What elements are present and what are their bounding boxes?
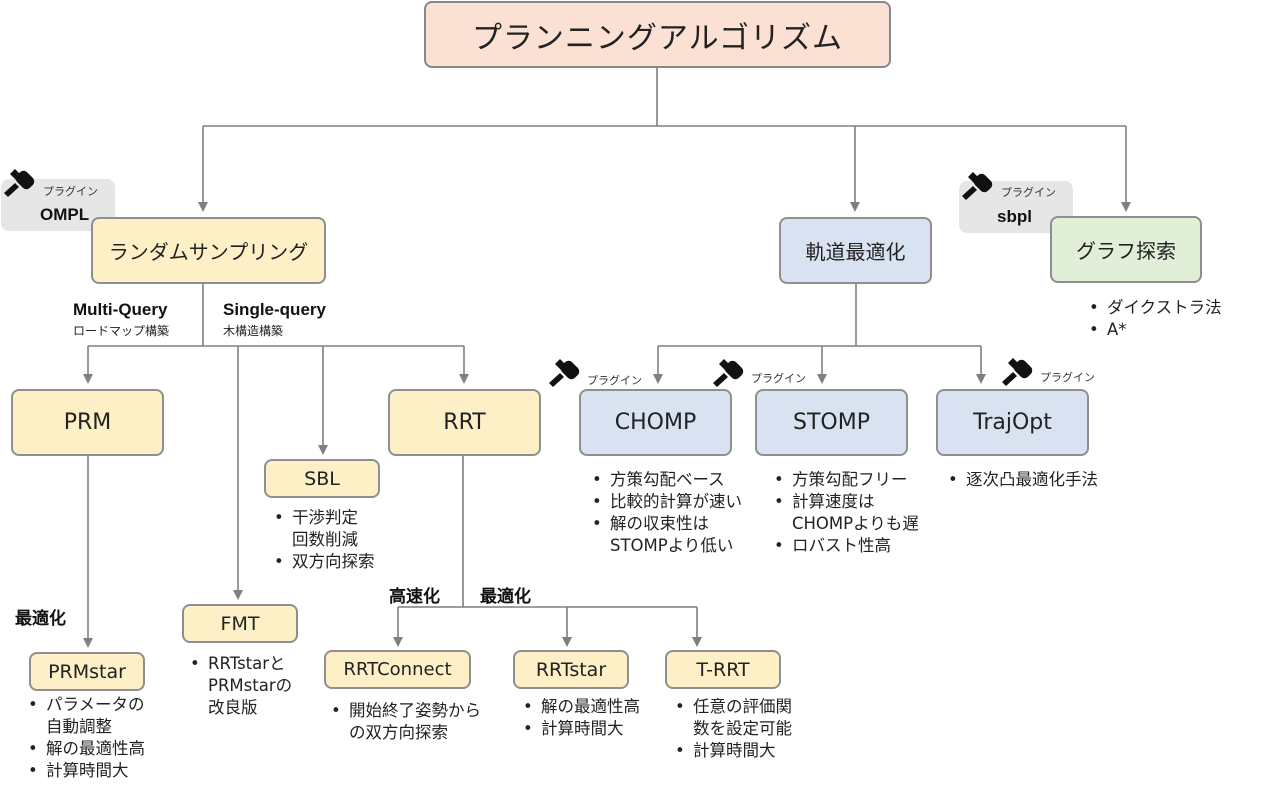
- ompl-plugin-name: OMPL: [40, 205, 90, 224]
- fmt-label: FMT: [220, 612, 260, 635]
- sbpl-plugin-tag: プラグイン: [1001, 186, 1056, 199]
- stomp-plugin-tag: プラグイン: [751, 372, 806, 385]
- single-query-sub: 木構造構築: [223, 324, 284, 338]
- root-node: プランニングアルゴリズム: [424, 1, 891, 68]
- note-item: 解の最適性高: [26, 738, 145, 760]
- fmt-notes: RRTstarと PRMstarの 改良版: [188, 653, 292, 719]
- multi-query-title: Multi-Query: [73, 300, 168, 319]
- chomp-node: CHOMP: [579, 389, 732, 456]
- trajectory-opt-label: 軌道最適化: [805, 240, 906, 264]
- stomp-notes: 方策勾配フリー 計算速度は CHOMPよりも遅 ロバスト性高: [772, 469, 919, 557]
- rrt-label: RRT: [443, 410, 486, 435]
- plugin-icon: [549, 359, 580, 387]
- chomp-notes: 方策勾配ベース 比較的計算が速い 解の収束性は STOMPより低い: [590, 469, 742, 557]
- sbl-node: SBL: [264, 459, 380, 498]
- trrt-node: T-RRT: [665, 650, 781, 689]
- multi-query-sub: ロードマップ構築: [73, 324, 170, 338]
- trajopt-label: TrajOpt: [973, 410, 1052, 435]
- note-item: 逐次凸最適化手法: [946, 469, 1098, 491]
- prm-optimization-label: 最適化: [15, 609, 66, 628]
- prm-node: PRM: [11, 389, 164, 456]
- rrt-speedup-label: 高速化: [389, 587, 440, 606]
- trajopt-plugin-tag: プラグイン: [1040, 371, 1095, 384]
- note-item: 方策勾配フリー: [772, 469, 919, 491]
- stomp-node: STOMP: [755, 389, 908, 456]
- note-item: 干渉判定 回数削減: [272, 507, 375, 551]
- note-item: ロバスト性高: [772, 535, 919, 557]
- single-query-title: Single-query: [223, 300, 326, 319]
- plugin-icon: [962, 172, 993, 200]
- note-item: RRTstarと PRMstarの 改良版: [188, 653, 292, 719]
- chomp-label: CHOMP: [614, 410, 697, 435]
- note-item: 方策勾配ベース: [590, 469, 742, 491]
- note-item: 解の最適性高: [521, 696, 640, 718]
- trajopt-notes: 逐次凸最適化手法: [946, 469, 1098, 491]
- note-item: ダイクストラ法: [1087, 297, 1222, 319]
- trajectory-opt-node: 軌道最適化: [779, 217, 932, 284]
- plugin-icon: [4, 169, 35, 197]
- sbl-label: SBL: [304, 467, 340, 490]
- stomp-label: STOMP: [793, 410, 870, 435]
- graph-search-node: グラフ探索: [1050, 216, 1202, 283]
- note-item: 任意の評価関 数を設定可能: [673, 696, 792, 740]
- rrtconnect-label: RRTConnect: [343, 659, 452, 680]
- prmstar-notes: パラメータの 自動調整 解の最適性高 計算時間大: [26, 694, 145, 782]
- note-item: 計算速度は CHOMPよりも遅: [772, 491, 919, 535]
- note-item: 比較的計算が速い: [590, 491, 742, 513]
- sbpl-plugin-name: sbpl: [997, 207, 1032, 226]
- sbl-notes: 干渉判定 回数削減 双方向探索: [272, 507, 375, 573]
- note-item: A*: [1087, 319, 1222, 341]
- graph-search-label: グラフ探索: [1076, 239, 1176, 263]
- root-label: プランニングアルゴリズム: [471, 20, 844, 56]
- note-item: 計算時間大: [26, 760, 145, 782]
- prmstar-node: PRMstar: [29, 652, 145, 691]
- rrt-node: RRT: [388, 389, 541, 456]
- note-item: 開始終了姿勢から の双方向探索: [329, 700, 481, 744]
- rrtconnect-node: RRTConnect: [324, 650, 471, 689]
- graph-search-notes: ダイクストラ法 A*: [1087, 297, 1222, 341]
- note-item: パラメータの 自動調整: [26, 694, 145, 738]
- note-item: 計算時間大: [673, 740, 792, 762]
- prm-label: PRM: [63, 410, 112, 435]
- chomp-plugin-tag: プラグイン: [587, 374, 642, 387]
- trajopt-node: TrajOpt: [936, 389, 1089, 456]
- trrt-notes: 任意の評価関 数を設定可能 計算時間大: [673, 696, 792, 762]
- rrtstar-node: RRTstar: [513, 650, 629, 689]
- note-item: 双方向探索: [272, 551, 375, 573]
- rrt-optimization-label: 最適化: [480, 587, 531, 606]
- rrtconnect-notes: 開始終了姿勢から の双方向探索: [329, 700, 481, 744]
- ompl-plugin-tag: プラグイン: [43, 185, 98, 198]
- note-item: 計算時間大: [521, 718, 640, 740]
- plugin-icon: [713, 359, 744, 387]
- random-sampling-label: ランダムサンプリング: [108, 240, 309, 264]
- rrtstar-notes: 解の最適性高 計算時間大: [521, 696, 640, 740]
- note-item: 解の収束性は STOMPより低い: [590, 513, 742, 557]
- prmstar-label: PRMstar: [48, 660, 126, 683]
- random-sampling-node: ランダムサンプリング: [91, 217, 326, 284]
- trrt-label: T-RRT: [696, 658, 750, 681]
- rrtstar-label: RRTstar: [535, 658, 607, 681]
- plugin-icon: [1002, 358, 1033, 386]
- fmt-node: FMT: [182, 604, 298, 643]
